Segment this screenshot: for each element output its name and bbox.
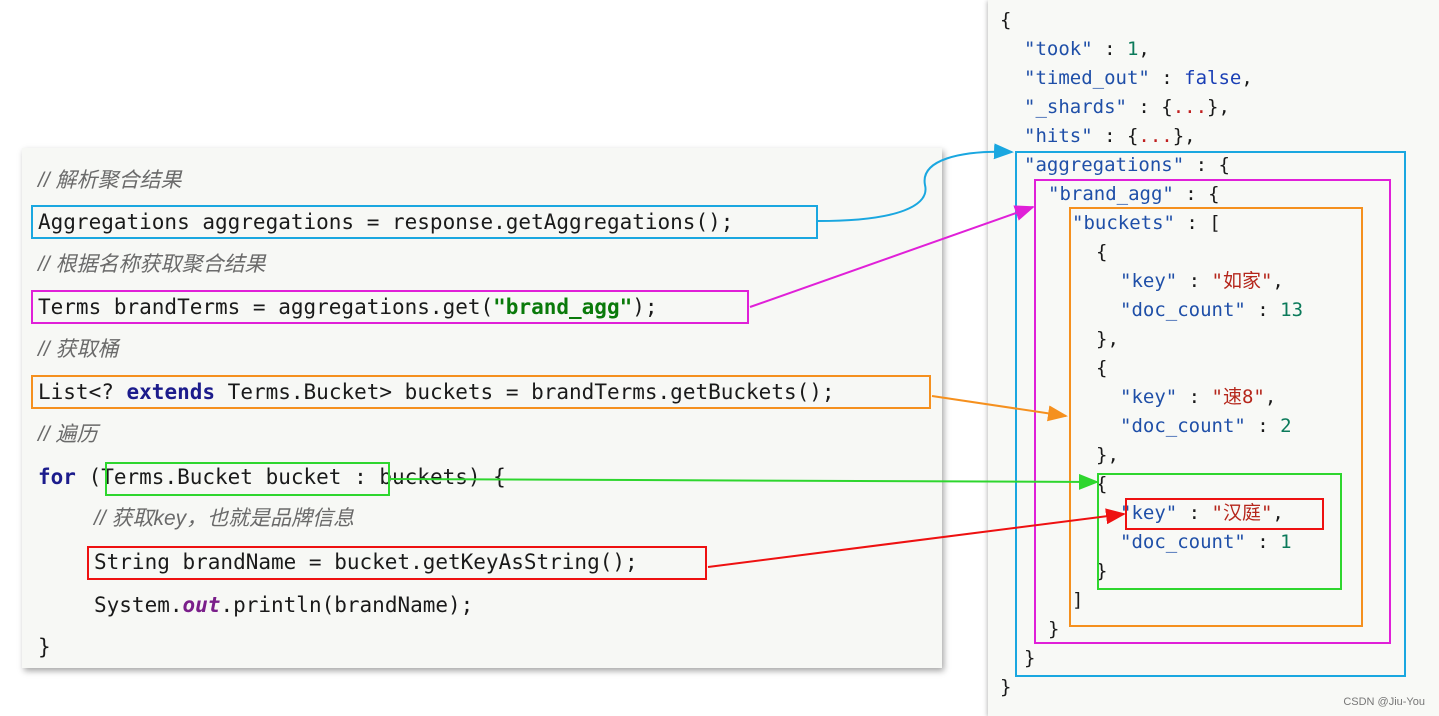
json-brand-agg: "brand_agg" : { <box>1048 183 1220 205</box>
comment-get-by-name: // 根据名称获取聚合结果 <box>38 253 266 276</box>
code-line-get-brand-terms: Terms brandTerms = aggregations.get("bra… <box>38 295 658 319</box>
arrow-brand-agg <box>749 205 1035 308</box>
json-aggregations: "aggregations" : { <box>1024 154 1230 176</box>
code-line-get-key: String brandName = bucket.getKeyAsString… <box>94 550 638 574</box>
code-close-brace: } <box>38 635 51 659</box>
json-response-panel: { "took" : 1, "timed_out" : false, "_sha… <box>988 0 1439 716</box>
highlight-get-key-line <box>87 546 707 580</box>
extends-keyword: extends <box>126 380 216 404</box>
arrow-buckets <box>931 395 1068 422</box>
comment-get-key: // 获取key，也就是品牌信息 <box>94 507 355 530</box>
arrow-key <box>707 508 1126 568</box>
json-bucket1-doc-count: "doc_count" : 13 <box>1120 299 1304 321</box>
highlight-brand-terms-line <box>31 290 749 324</box>
highlight-aggregations-line <box>31 205 818 239</box>
code-line-for-loop: for (Terms.Bucket bucket : buckets) { <box>38 465 506 489</box>
json-box-key <box>1125 498 1324 530</box>
json-bucket2-doc-count: "doc_count" : 2 <box>1120 415 1292 437</box>
code-line-get-aggregations: Aggregations aggregations = response.get… <box>38 210 734 234</box>
json-shards: "_shards" : {...}, <box>1024 96 1230 118</box>
json-open-brace: { <box>1000 9 1012 31</box>
json-bucket1-key: "key" : "如家", <box>1120 270 1284 292</box>
json-timed-out: "timed_out" : false, <box>1024 67 1253 89</box>
highlight-buckets-line <box>31 375 931 409</box>
json-hits: "hits" : {...}, <box>1024 125 1196 147</box>
json-took: "took" : 1, <box>1024 38 1150 60</box>
comment-iterate: // 遍历 <box>38 423 98 446</box>
json-box-buckets <box>1069 207 1363 627</box>
comment-parse-aggregations: // 解析聚合结果 <box>38 169 182 192</box>
json-bucket3-doc-count: "doc_count" : 1 <box>1120 531 1292 553</box>
comment-get-buckets: // 获取桶 <box>38 338 119 361</box>
brand-agg-string: "brand_agg" <box>493 295 633 319</box>
code-line-println: System.out.println(brandName); <box>94 593 474 617</box>
json-bucket2-key: "key" : "速8", <box>1120 386 1277 408</box>
json-bucket3-key: "key" : "汉庭", <box>1120 502 1284 524</box>
watermark: CSDN @Jiu-You <box>1343 696 1425 708</box>
for-keyword: for <box>38 465 76 489</box>
arrow-aggregations <box>817 143 1014 222</box>
json-box-aggregations <box>1015 151 1406 677</box>
code-line-get-buckets: List<? extends Terms.Bucket> buckets = b… <box>38 380 835 404</box>
out-field: out <box>182 593 221 617</box>
json-box-bucket <box>1097 473 1342 590</box>
arrow-bucket <box>389 473 1099 490</box>
highlight-bucket-variable <box>105 462 390 496</box>
json-close-brace: } <box>1000 676 1012 698</box>
json-buckets: "buckets" : [ <box>1072 212 1221 234</box>
